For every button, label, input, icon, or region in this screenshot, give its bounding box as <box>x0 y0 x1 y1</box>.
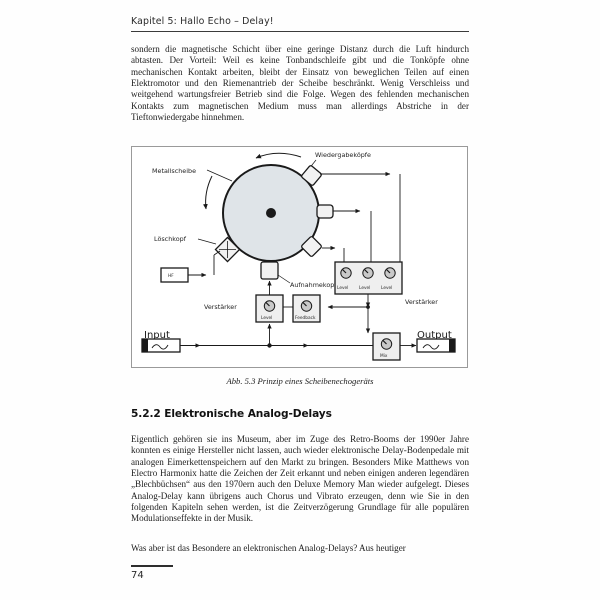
paragraph-block-2: Eigentlich gehören sie ins Museum, aber … <box>131 434 469 533</box>
figure-diagram: Metallscheibe Wiedergabeköpfe Löschkopf <box>141 151 456 361</box>
page-number: 74 <box>131 570 144 581</box>
input-jack-plug <box>142 339 148 352</box>
hf-box <box>160 267 189 283</box>
output-jack-wave <box>422 344 440 350</box>
knob-mix-pointer <box>382 340 387 345</box>
rotation-arrow-left <box>203 175 213 210</box>
body-paragraph-2: Eigentlich gehören sie ins Museum, aber … <box>131 434 469 524</box>
label-metallscheibe: Metallscheibe <box>152 167 196 175</box>
knob-level-3-pointer <box>386 269 391 274</box>
running-head-text: Kapitel 5: Hallo Echo – Delay! <box>131 16 274 27</box>
knob-level-1-pointer <box>342 269 347 274</box>
figure-caption: Abb. 5.3 Prinzip eines Scheibenechogerät… <box>226 376 374 386</box>
input-jack-wave <box>151 344 169 350</box>
label-verstaerker-right: Verstärker <box>405 298 438 306</box>
playback-head-2 <box>316 204 334 219</box>
knob-level-2-pointer <box>364 269 369 274</box>
label-wiedergabekoepfe: Wiedergabeköpfe <box>315 151 371 159</box>
folio-rule <box>131 565 173 567</box>
label-output: Output <box>417 330 452 341</box>
body-paragraph-1: sondern die magnetische Schicht über ein… <box>131 44 469 123</box>
junction-amp-right <box>366 305 370 309</box>
folio: 74 <box>131 565 251 581</box>
label-verstaerker-left: Verstärker <box>204 303 237 311</box>
rotation-arrow-top <box>255 152 302 159</box>
playback-head-3 <box>301 236 322 257</box>
running-head-rule <box>131 31 469 32</box>
output-jack-plug <box>449 339 455 352</box>
knob-level-amp-pointer <box>265 302 270 307</box>
label-level-2: Level <box>359 285 370 291</box>
body-paragraph-3: Was aber ist das Besondere an elektronis… <box>131 543 406 553</box>
hf-to-erase-join <box>213 250 221 256</box>
label-mix: Mix <box>380 353 388 359</box>
leader-aufnahmekopf <box>277 274 291 284</box>
disc-hub <box>266 208 276 218</box>
label-feedback: Feedback <box>295 315 316 321</box>
record-head <box>260 261 279 280</box>
label-aufnahmekopf: Aufnahmekopf <box>290 281 337 289</box>
amplifier-left-box <box>255 294 284 323</box>
label-level-3: Level <box>381 285 392 291</box>
label-loeschkopf: Löschkopf <box>154 235 187 243</box>
knob-feedback-pointer <box>302 302 307 307</box>
label-hf: HF <box>168 273 174 279</box>
leader-loeschkopf <box>197 238 217 245</box>
label-input: Input <box>144 330 170 341</box>
paragraph-block-1: sondern die magnetische Schicht über ein… <box>131 44 469 131</box>
leader-metallscheibe <box>206 169 233 182</box>
section-heading: 5.2.2 Elektronische Analog-Delays <box>131 408 332 420</box>
paragraph-block-3: Was aber ist das Besondere an elektronis… <box>131 543 469 562</box>
label-level-amp: Level <box>261 315 272 321</box>
label-level-1: Level <box>337 285 348 291</box>
figure-frame: Metallscheibe Wiedergabeköpfe Löschkopf <box>131 146 468 368</box>
playback-head-1 <box>301 165 322 186</box>
running-head: Kapitel 5: Hallo Echo – Delay! <box>131 16 469 32</box>
